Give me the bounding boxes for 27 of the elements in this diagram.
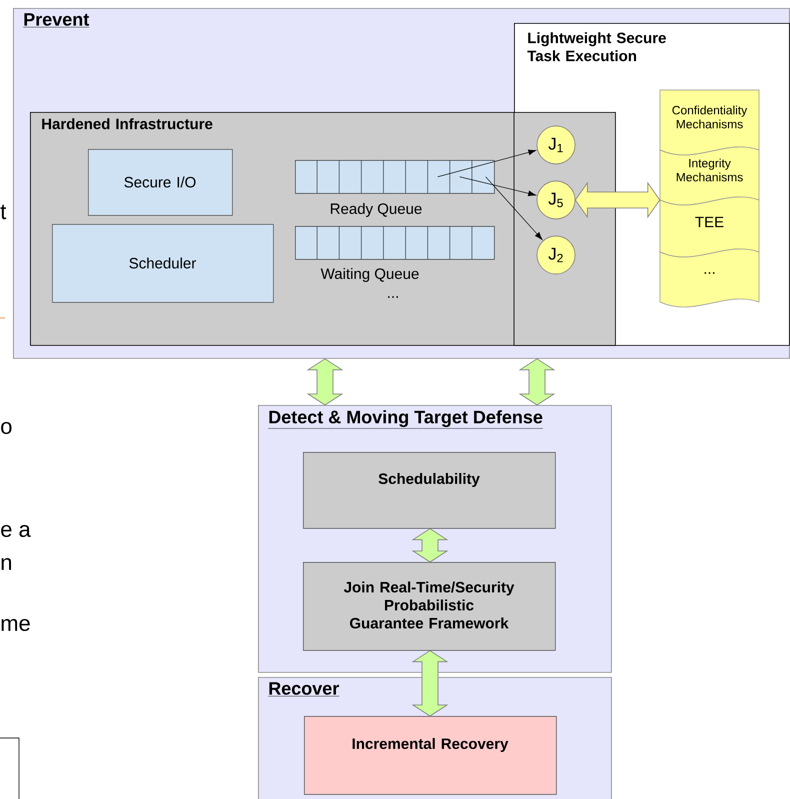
process-box: Incremental Recovery — [304, 716, 557, 795]
text-fragment: t — [0, 204, 6, 220]
text-fragment: e a — [1, 524, 31, 538]
arrow — [437, 150, 536, 178]
process-box: Join Real-Time/Security Probabilistic Guarantee Framework — [303, 562, 556, 651]
double-arrow — [412, 650, 448, 716]
double-arrow — [574, 182, 660, 218]
component-box: Scheduler — [52, 224, 274, 303]
layer-band: TEE — [660, 196, 760, 258]
text-fragment: me — [2, 618, 30, 632]
layer-band: Confidentiality Mechanisms — [660, 90, 760, 156]
text-fragment: o — [1, 422, 12, 434]
process-box: Schedulability — [303, 452, 556, 529]
node-label: ... — [388, 296, 398, 298]
text-fragment: n — [2, 558, 11, 570]
queue-drawing: Waiting Queue ... — [295, 226, 495, 298]
node-label: Waiting Queue — [320, 268, 419, 282]
layer-band: Integrity Mechanisms — [660, 146, 760, 206]
queue-drawing: Ready Queue — [295, 160, 495, 217]
double-arrow — [412, 528, 448, 562]
node-label: Ready Queue — [330, 203, 422, 217]
double-arrow — [306, 358, 344, 406]
arrow — [459, 176, 536, 196]
arrow — [485, 176, 542, 240]
double-arrow — [518, 358, 556, 406]
component-box: Secure I/O — [88, 149, 233, 216]
layer-band: ... — [660, 248, 760, 308]
